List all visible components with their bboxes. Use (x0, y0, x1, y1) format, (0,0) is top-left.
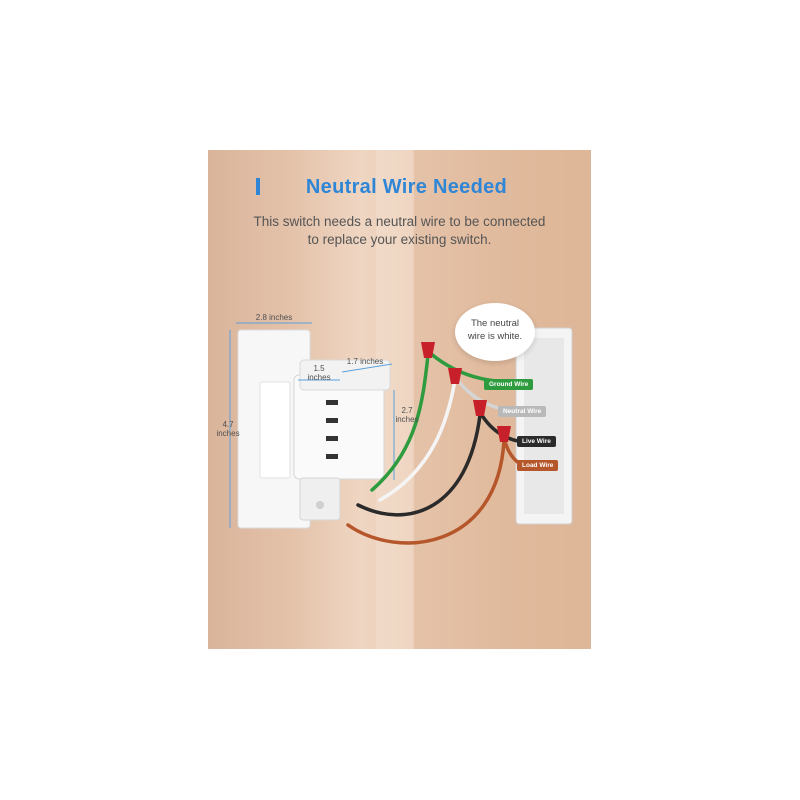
rocker-button (259, 381, 291, 479)
title-accent-bar (256, 178, 260, 195)
dim-unit: inches (307, 373, 331, 382)
wire-nut-icon (473, 400, 487, 416)
dim-unit: inches (216, 429, 240, 438)
live-wire-tag: Live Wire (517, 436, 556, 447)
box-interior (524, 338, 564, 514)
wire-nuts (421, 342, 511, 442)
switch-body (293, 374, 385, 480)
mount-bracket (299, 477, 341, 521)
load-wire-tag: Load Wire (517, 460, 559, 471)
bubble-line: wire is white. (467, 331, 523, 342)
dim-value: 2.7 (401, 406, 413, 415)
ground-wire-tag: Ground Wire (484, 379, 534, 390)
terminal-slot (326, 418, 338, 423)
wiring-illustration (229, 150, 591, 649)
switch-width-label: 1.5 inches (302, 364, 336, 382)
terminal-slot (326, 454, 338, 459)
subtitle: This switch needs a neutral wire to be c… (218, 213, 581, 249)
wire-nut-icon (448, 368, 462, 384)
speech-bubble-text: The neutral wire is white. (455, 317, 535, 343)
wire-nut-icon (497, 426, 511, 442)
speech-bubble (455, 303, 535, 361)
wire-length-label: 2.7 inches (392, 406, 422, 424)
subtitle-line: to replace your existing switch. (307, 232, 492, 247)
dim-unit: inches (395, 415, 419, 424)
page-title: Neutral Wire Needed (305, 176, 508, 198)
neutral-wire-tag: Neutral Wire (498, 406, 547, 417)
switch-depth-label: 1.7 inches (346, 357, 384, 366)
plate-height-label: 4.7 inches (212, 420, 244, 438)
dim-value: 1.5 (313, 364, 325, 373)
bubble-line: The neutral (470, 318, 520, 329)
live-wire (356, 413, 482, 517)
ground-wire (370, 353, 430, 492)
screw-hole (316, 501, 324, 509)
terminal-slot (326, 436, 338, 441)
subtitle-line: This switch needs a neutral wire to be c… (253, 214, 546, 229)
neutral-wire (378, 378, 457, 502)
product-card: Neutral Wire Needed This switch needs a … (208, 150, 591, 649)
plate-width-label: 2.8 inches (255, 313, 293, 322)
wire-nut-icon (421, 342, 435, 358)
terminal-slot (326, 400, 338, 405)
load-wire (346, 438, 506, 545)
dim-value: 4.7 (222, 420, 234, 429)
